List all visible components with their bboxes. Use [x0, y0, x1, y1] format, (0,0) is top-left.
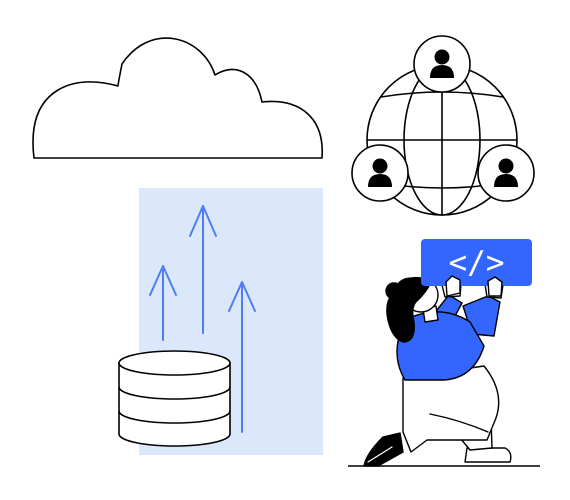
- upload-arrow-icon: [228, 281, 256, 433]
- person-icon: [494, 158, 518, 187]
- database-icon: [118, 350, 231, 447]
- person-icon: [430, 49, 454, 78]
- code-badge-icon: </>: [421, 239, 532, 286]
- hands-on-badge: [445, 275, 503, 297]
- code-badge-label: </>: [449, 245, 505, 281]
- shoe: [464, 447, 512, 463]
- cloud-icon: [32, 37, 323, 159]
- person-node-right: [477, 144, 535, 202]
- person-node-left: [351, 144, 409, 202]
- developer-figure: [363, 276, 512, 467]
- upload-arrow-icon: [189, 205, 217, 334]
- person-node-top: [413, 35, 471, 93]
- person-icon: [368, 158, 392, 187]
- upload-arrow-icon: [149, 265, 177, 341]
